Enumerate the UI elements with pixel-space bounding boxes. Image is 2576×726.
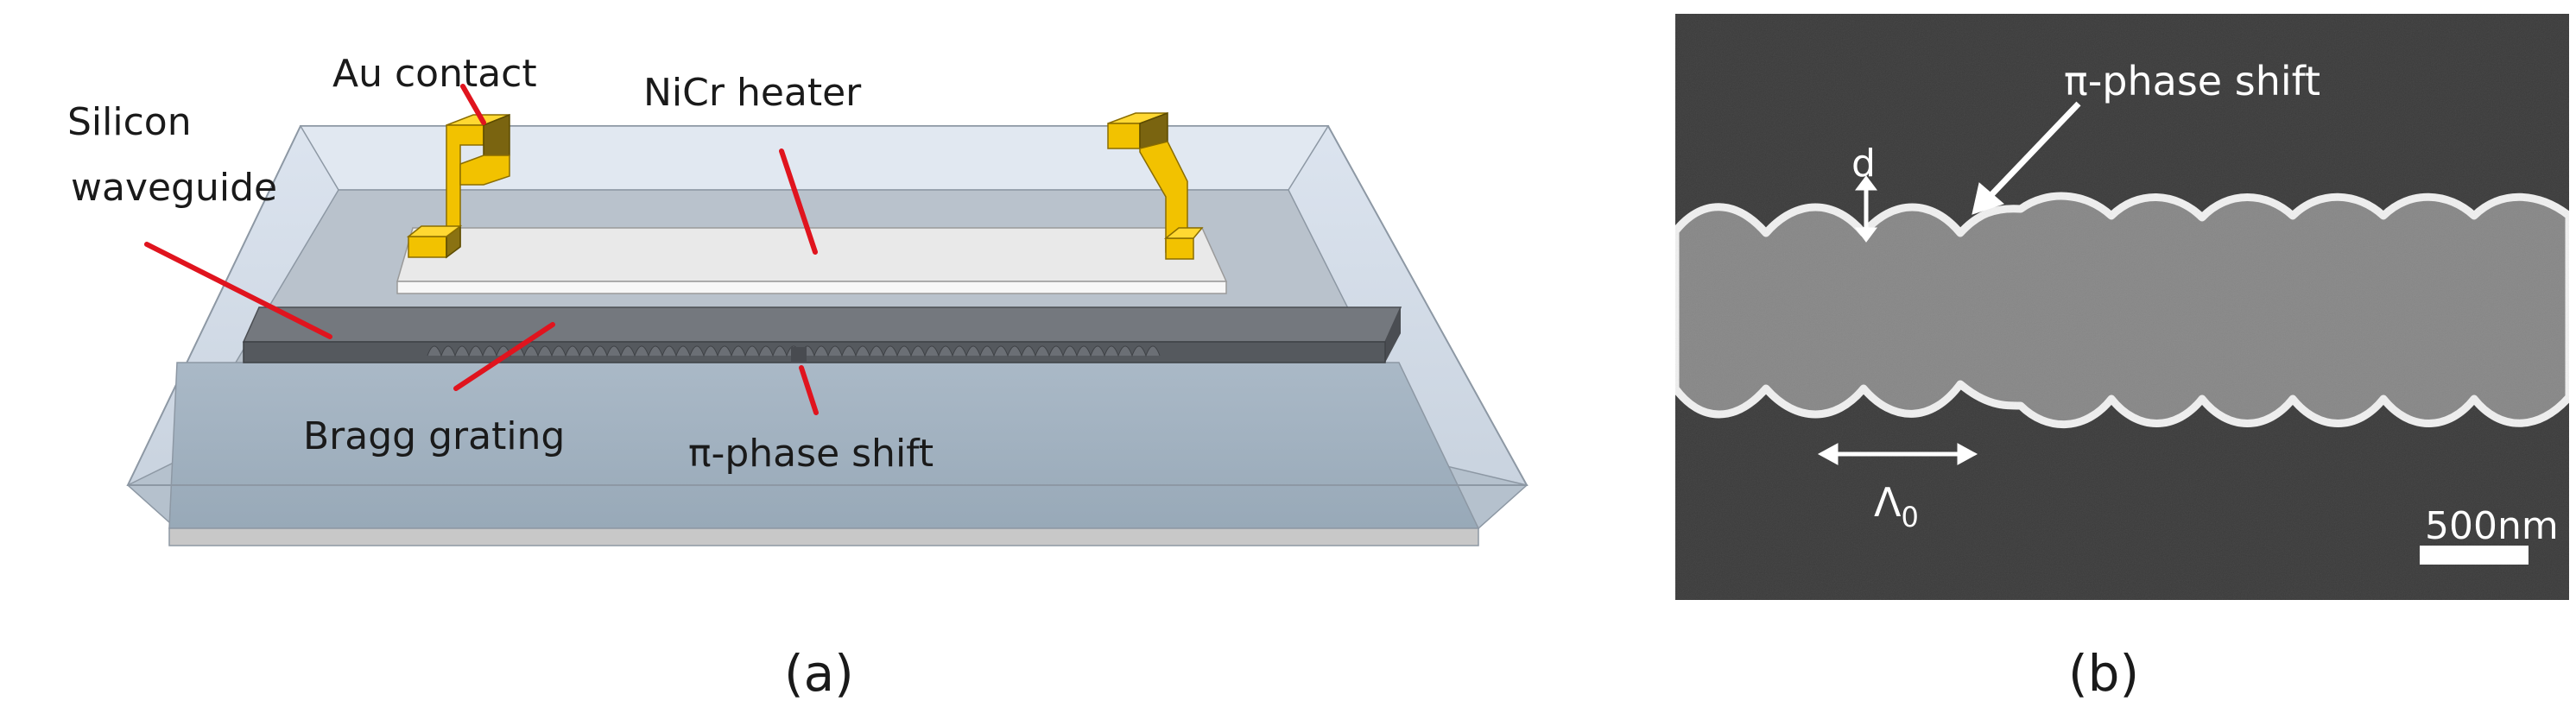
scale-bar [2420,546,2529,565]
nicr-heater-strip [396,227,1228,294]
label-waveguide: waveguide [71,166,277,210]
leader-bragg-grating [453,322,555,391]
panel-a-device-schematic: Au contact NiCr heater Silicon waveguide… [67,52,1529,703]
period-arrow-head-left [1817,443,1839,465]
phase-shift-section [791,347,807,363]
leader-lines [144,84,819,415]
label-silicon: Silicon [67,100,192,144]
period-symbol: Λ [1874,479,1902,526]
label-period-lambda: Λ0 [1874,479,1919,533]
label-nicr-heater: NiCr heater [643,71,862,115]
au-contact-right [1107,111,1204,260]
label-sem-phase-shift: π-phase shift [2064,58,2320,104]
period-subscript: 0 [1901,501,1918,533]
caption-a: (a) [784,644,854,703]
label-depth-d: d [1851,142,1876,186]
caption-b: (b) [2068,644,2139,703]
sem-image-svg: d π-phase shift Λ0 500nm (b) [1675,14,2569,703]
phase-shift-arrow [1984,101,2081,203]
period-arrow-head-right [1957,443,1978,465]
leader-nicr-heater [779,148,818,255]
depth-arrow-head-up [1855,175,1877,191]
sem-noise [1675,14,2569,600]
sem-annotations [1817,101,2529,565]
device-schematic-svg: Au contact NiCr heater Silicon waveguide… [67,52,1529,703]
leader-au-contact [460,84,486,125]
leader-silicon-waveguide [144,242,332,339]
depth-arrow-head-down [1855,227,1877,243]
label-au-contact: Au contact [332,52,537,96]
label-phase-shift: π-phase shift [688,432,934,476]
phase-shift-arrow-head [1972,182,2004,215]
label-scale-bar: 500nm [2425,504,2559,548]
silicon-waveguide [242,306,1402,363]
sem-micrograph [1675,14,2569,600]
panel-b-sem-image: d π-phase shift Λ0 500nm (b) [1641,0,2576,726]
leader-phase-shift [799,365,819,415]
au-contact-left [406,113,510,259]
label-bragg-grating: Bragg grating [303,414,565,458]
